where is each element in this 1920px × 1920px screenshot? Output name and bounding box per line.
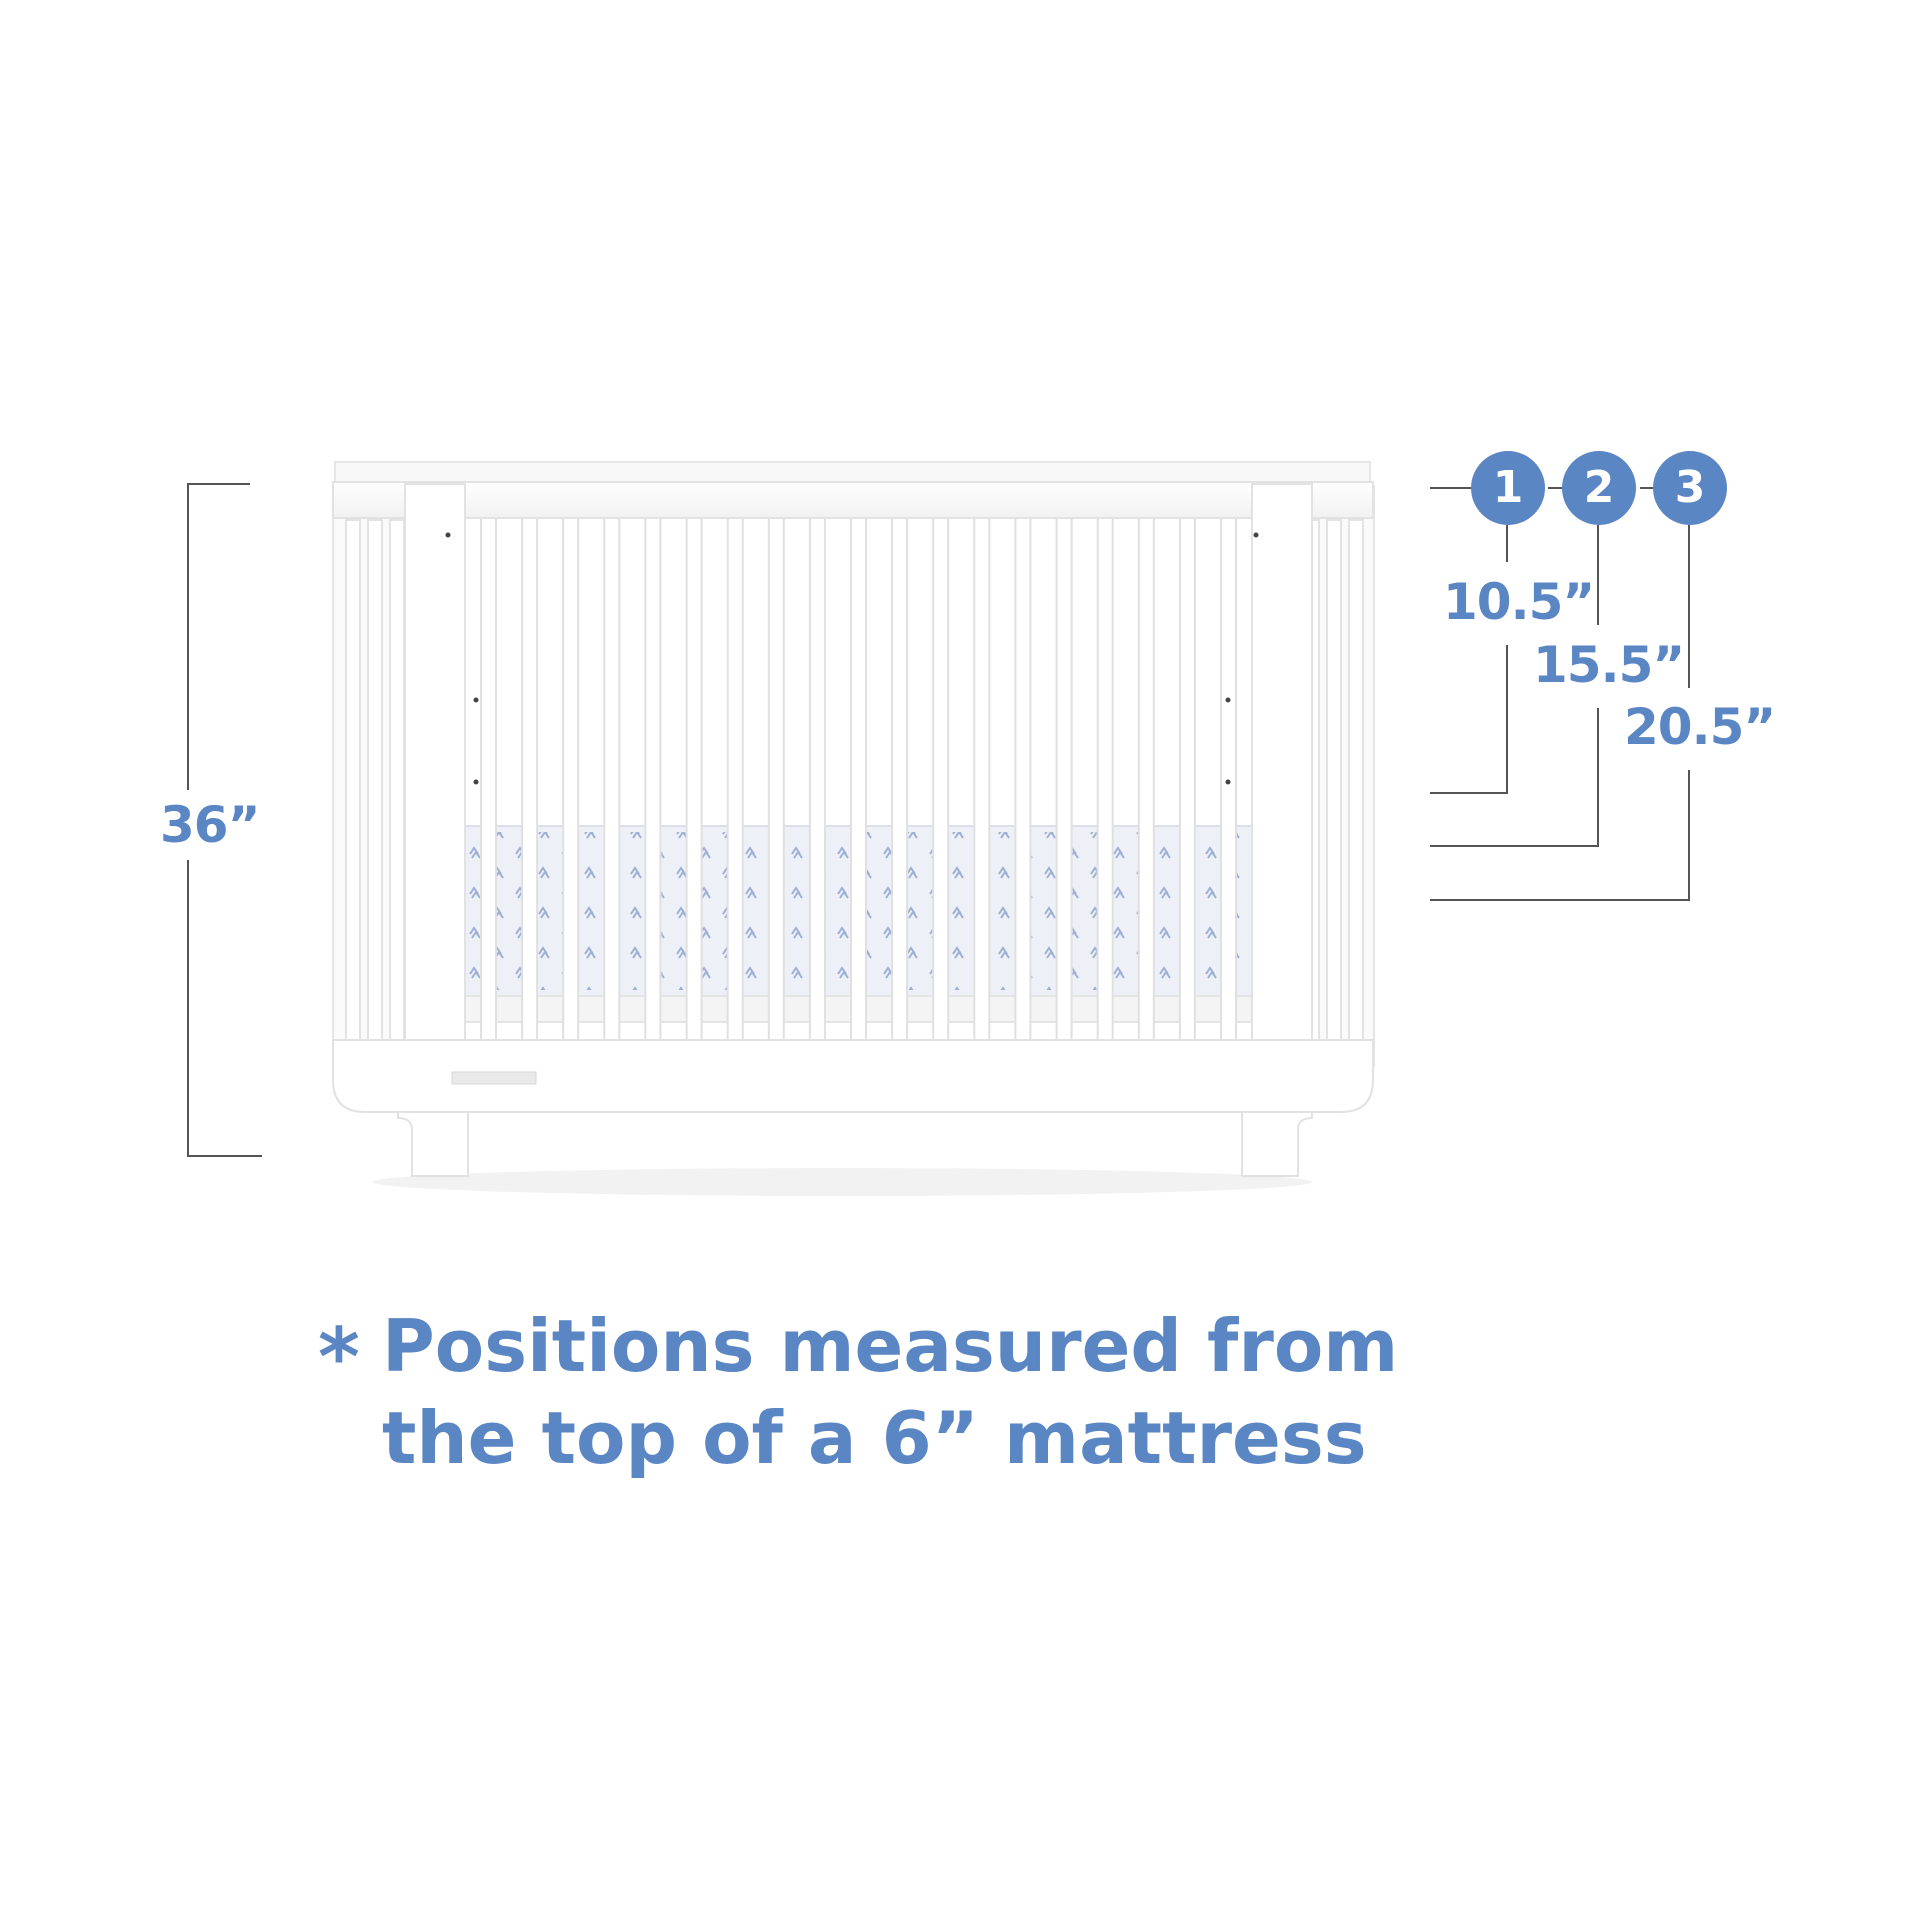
footnote-line-1: Positions measured from xyxy=(382,1304,1399,1388)
front-slat xyxy=(603,517,621,1053)
front-slat xyxy=(1137,517,1155,1053)
right-end-slats xyxy=(1304,519,1364,1041)
footnote-line-2: the top of a 6” mattress xyxy=(382,1396,1367,1480)
position-height-1: 10.5” xyxy=(1443,573,1595,631)
front-slats xyxy=(480,517,1237,1053)
leader-3b xyxy=(1430,770,1690,901)
position-badge-3: 3 xyxy=(1653,451,1727,525)
leader-2b xyxy=(1430,708,1599,847)
front-slat xyxy=(850,517,867,1053)
height-dimension-label: 36” xyxy=(160,796,260,854)
position-height-3: 20.5” xyxy=(1624,698,1776,756)
front-slat xyxy=(891,517,909,1053)
position-number-1: 1 xyxy=(1492,462,1524,513)
adjustment-holes xyxy=(445,532,1259,785)
height-dimension-line xyxy=(187,483,262,1157)
left-leg xyxy=(397,1111,469,1177)
front-slat xyxy=(1178,517,1196,1053)
position-number-2: 2 xyxy=(1583,462,1615,513)
left-corner-post xyxy=(404,483,466,1105)
front-slat xyxy=(685,517,703,1053)
position-badge-2: 2 xyxy=(1562,451,1636,525)
asterisk-icon: * xyxy=(318,1311,360,1404)
right-corner-post xyxy=(1251,483,1313,1105)
front-slat xyxy=(932,517,950,1053)
footnote: * Positions measured from the top of a 6… xyxy=(318,1300,1618,1484)
crib-base xyxy=(332,1039,1374,1113)
leader-1b xyxy=(1430,645,1508,794)
front-slat xyxy=(644,517,662,1053)
front-slat xyxy=(808,517,826,1053)
front-slat xyxy=(1096,517,1114,1053)
front-slat xyxy=(1055,517,1073,1053)
front-slat xyxy=(726,517,744,1053)
right-leg xyxy=(1241,1111,1313,1177)
front-slat xyxy=(1014,517,1032,1053)
floor-shadow xyxy=(372,1168,1312,1196)
brand-plate xyxy=(451,1071,537,1085)
front-slat xyxy=(562,517,580,1053)
front-slat xyxy=(1220,517,1237,1053)
mattress-pattern xyxy=(360,832,1326,990)
front-slat xyxy=(521,517,539,1053)
position-height-2: 15.5” xyxy=(1533,636,1685,694)
front-slat xyxy=(767,517,785,1053)
front-slat xyxy=(973,517,991,1053)
position-badge-1: 1 xyxy=(1471,451,1545,525)
left-end-slats xyxy=(345,519,405,1041)
front-top-rail xyxy=(332,481,1374,519)
position-leader-lines xyxy=(1430,487,1690,901)
front-slat xyxy=(480,517,497,1053)
position-number-3: 3 xyxy=(1674,462,1706,513)
